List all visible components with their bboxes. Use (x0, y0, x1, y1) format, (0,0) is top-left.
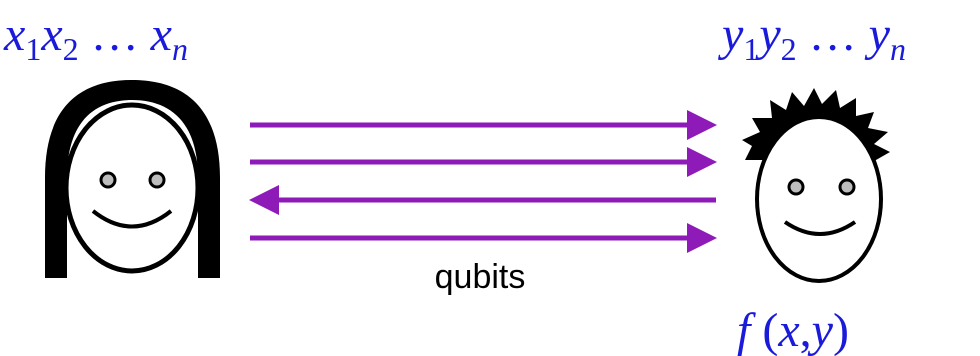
output-close-paren: ) (833, 304, 849, 356)
alice-hair (45, 80, 220, 278)
bob-y2-subscript: 2 (781, 31, 797, 67)
bob-y1: y (717, 8, 744, 61)
alice-right-eye (148, 171, 166, 189)
output-f: f (737, 304, 756, 356)
output-open-paren: ( (762, 304, 778, 356)
bob-y1-subscript: 1 (743, 31, 759, 67)
bob-yn-subscript: n (890, 31, 906, 67)
bob-right-eye (838, 178, 856, 196)
bob-y2: y (754, 8, 781, 61)
alice-smile (91, 209, 173, 229)
bob-face-outline (755, 115, 883, 283)
output-comma: , (800, 304, 812, 356)
alice-x2-subscript: 2 (63, 31, 79, 67)
bob-yn: y (864, 8, 891, 61)
bob-smile (783, 220, 857, 236)
output-y: y (807, 304, 834, 356)
alice-x1-subscript: 1 (25, 31, 41, 67)
alice-face-outline (63, 102, 201, 274)
alice-input-label: x1x2…xn (3, 8, 188, 67)
qubit-channel (249, 110, 717, 253)
alice-ellipsis: … (91, 8, 139, 61)
bob-input-label: y1y2…yn (717, 8, 906, 67)
alice-xn-subscript: n (172, 31, 188, 67)
alice-x2: x (40, 8, 62, 61)
alice-xn: x (150, 8, 172, 61)
bob-ellipsis: … (809, 8, 857, 61)
spiky-haired-face-icon (742, 88, 890, 283)
bob-left-eye (787, 178, 805, 196)
output-x: x (777, 304, 799, 356)
long-haired-face-icon (45, 80, 220, 278)
bob-output-label: f(x,y) (737, 304, 849, 356)
alice-x1: x (3, 8, 25, 61)
alice-left-eye (99, 171, 117, 189)
channel-caption: qubits (435, 258, 526, 296)
